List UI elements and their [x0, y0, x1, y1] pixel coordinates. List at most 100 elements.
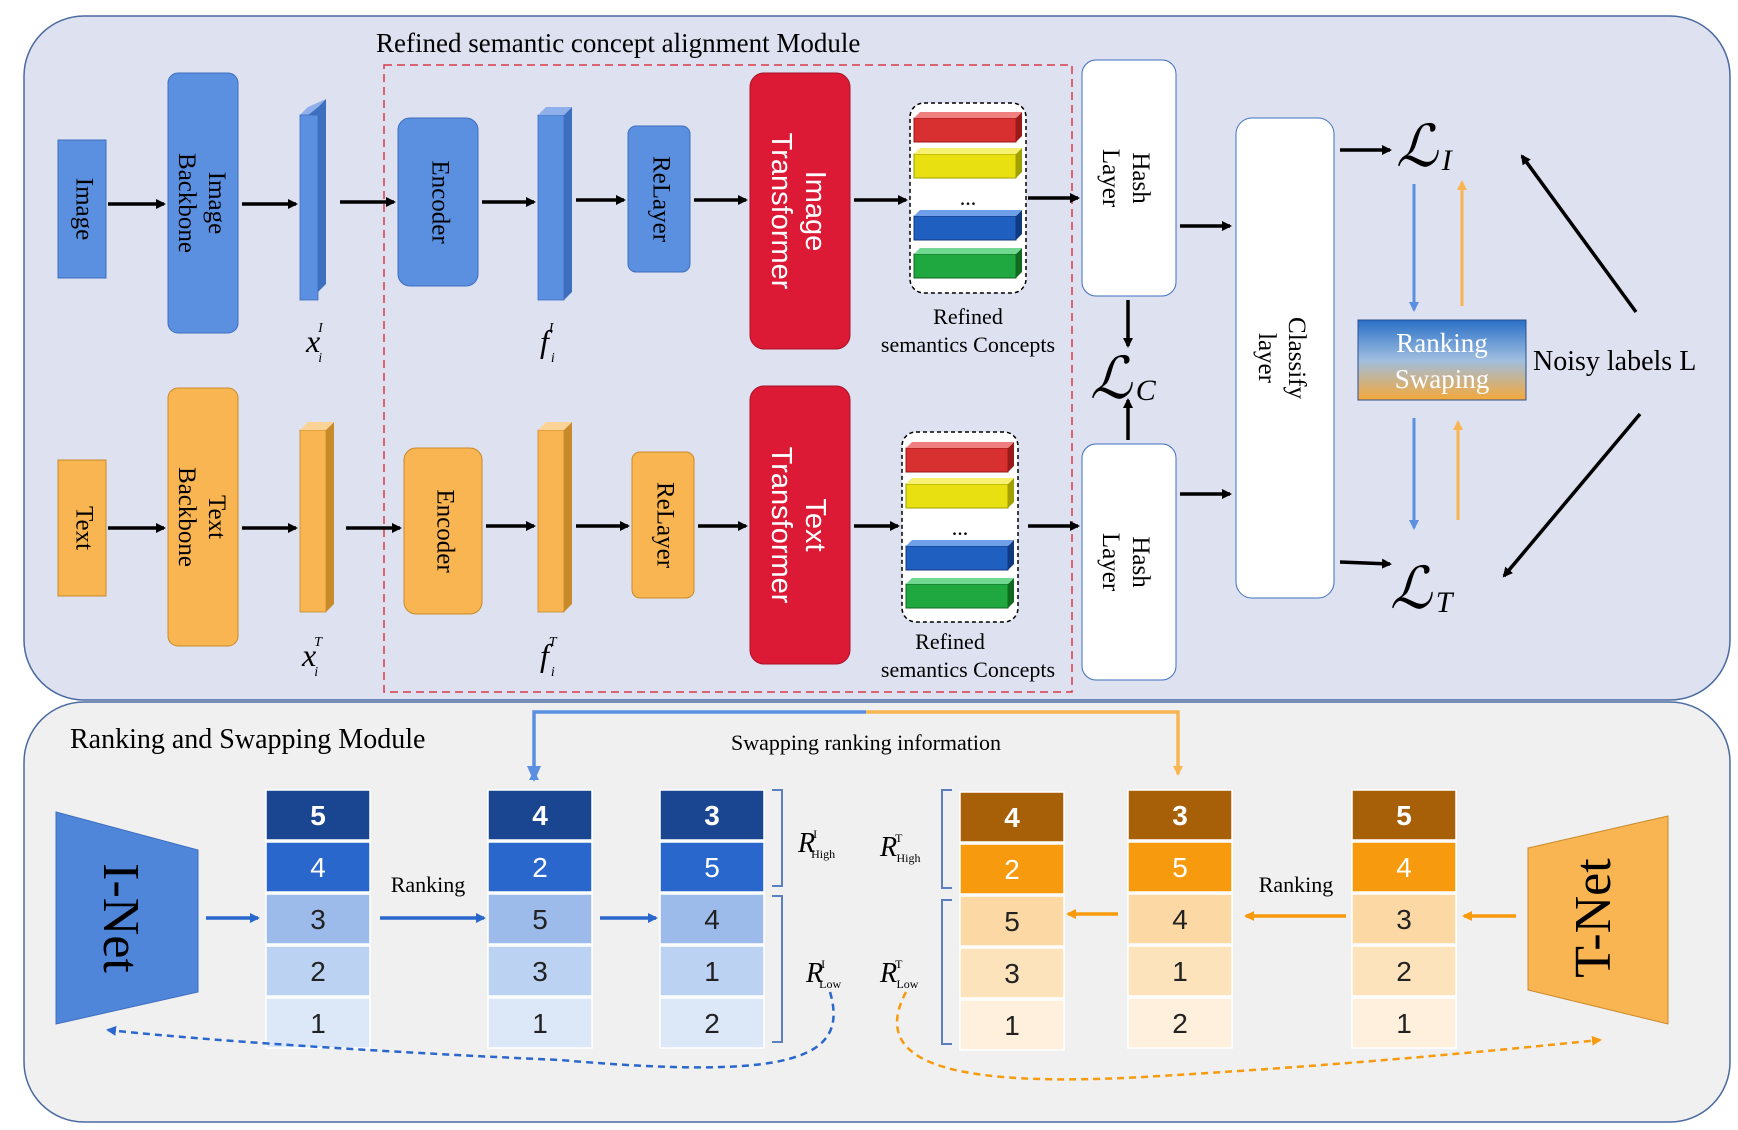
image-encoded-bar: [537, 107, 572, 301]
noisy-labels: Noisy labels L: [1533, 346, 1696, 377]
image-input: [57, 139, 107, 279]
text-concepts-ellipsis: ...: [952, 515, 969, 540]
rank-cell-value: 3: [704, 800, 720, 831]
image-encoder: [397, 117, 479, 287]
rank-cell-value: 4: [310, 852, 326, 883]
rank-cell-value: 3: [1004, 958, 1020, 989]
rank-cell-value: 5: [704, 852, 720, 883]
rank-cell: [1127, 789, 1233, 841]
rank-cell: [1351, 841, 1457, 893]
rank-cell-value: 3: [532, 956, 548, 987]
rank-cell-value: 2: [1396, 956, 1412, 987]
rank-cell: [1127, 841, 1233, 893]
rank-cell-value: 3: [1172, 800, 1188, 831]
text-feature-label: xiT: [301, 635, 323, 680]
rank-cell-value: 2: [704, 1008, 720, 1039]
rank-cell: [1127, 893, 1233, 945]
classify-layer: [1235, 117, 1335, 599]
inet-label: I-Net: [92, 863, 149, 973]
rank-cell: [487, 945, 593, 997]
bottom-flow-arrows: [206, 909, 1516, 923]
swap-caption: Swapping ranking information: [731, 730, 1001, 755]
text-hash-label: HashLayer: [1097, 533, 1154, 592]
tnet-label: T-Net: [1565, 858, 1622, 978]
text-encoder: [403, 447, 483, 615]
rank-cell: [487, 893, 593, 945]
bottom-module-title: Ranking and Swapping Module: [70, 724, 425, 755]
bottom-module-panel: [23, 701, 1731, 1123]
rank-cell-value: 5: [310, 800, 326, 831]
rank-cell-value: 1: [1004, 1010, 1020, 1041]
text-encoded-bar: [537, 422, 572, 613]
inet-shape: [55, 811, 199, 1025]
rank-cell-value: 1: [704, 956, 720, 987]
rank-cell: [959, 791, 1065, 843]
image-concepts-ellipsis: ...: [960, 185, 977, 210]
top-module-title: Refined semantic concept alignment Modul…: [376, 28, 860, 58]
rank-cell: [1351, 945, 1457, 997]
rank-cell-value: 3: [310, 904, 326, 935]
text-input: [57, 459, 107, 597]
text-backbone-label: TextBackbone: [173, 467, 230, 567]
rank-cell: [265, 997, 371, 1049]
ranking-label-left: Ranking: [391, 872, 466, 897]
rank-cell: [265, 789, 371, 841]
text-relayer-label: ReLayer: [651, 482, 678, 569]
rank-swap-arrows: [1409, 180, 1467, 530]
rank-cell-value: 1: [1396, 1008, 1412, 1039]
image-transformer: [749, 72, 851, 350]
text-concept-blocks: [905, 442, 1014, 609]
rank-cell-value: 4: [704, 904, 720, 935]
rank-cell: [265, 841, 371, 893]
rank-cell: [659, 945, 765, 997]
swap-connector-blue: [529, 710, 866, 780]
image-refined-caption-2: semantics Concepts: [881, 332, 1055, 357]
image-encoder-label: Encoder: [426, 160, 453, 244]
rank-cell: [487, 841, 593, 893]
image-backbone-label: ImageBackbone: [173, 153, 230, 253]
image-hash-label: HashLayer: [1097, 149, 1154, 208]
tnet-shape: [1527, 815, 1669, 1025]
top-flow-arrows: [108, 145, 1642, 578]
image-feature-label: xiI: [305, 321, 324, 366]
rank-cell: [659, 841, 765, 893]
brace-lines: [772, 789, 952, 1045]
rank-cell: [1127, 997, 1233, 1049]
rank-cell: [659, 893, 765, 945]
text-refined-caption-1: Refined: [915, 629, 985, 654]
swap-connector-orange: [866, 710, 1183, 776]
rank-cell: [1351, 789, 1457, 841]
text-input-label: Text: [70, 506, 97, 550]
ranking-label-right: Ranking: [1259, 872, 1334, 897]
rank-cell-value: 5: [1004, 906, 1020, 937]
text-backbone: [167, 387, 239, 647]
text-encoder-label: Encoder: [431, 489, 458, 573]
rank-cell-value: 5: [1172, 852, 1188, 883]
rank-cell: [1351, 893, 1457, 945]
rank-cell-value: 2: [532, 852, 548, 883]
text-transformer: [749, 385, 851, 665]
rank-cell: [487, 789, 593, 841]
image-backbone: [167, 72, 239, 334]
rank-cell-value: 2: [1172, 1008, 1188, 1039]
classify-layer-label: Classifylayer: [1253, 317, 1310, 399]
rank-cell: [659, 789, 765, 841]
rank-cell-value: 4: [1172, 904, 1188, 935]
rank-cell-value: 4: [1396, 852, 1412, 883]
image-feature-bar: [299, 99, 326, 301]
rank-cell: [1127, 945, 1233, 997]
rank-cell-value: 4: [532, 800, 548, 831]
image-input-label: Image: [70, 178, 97, 240]
text-hash-layer: [1081, 443, 1177, 681]
rank-cell: [959, 947, 1065, 999]
text-transformer-label: TextTransformer: [765, 447, 831, 604]
image-relayer: [627, 125, 691, 273]
rank-cell: [959, 895, 1065, 947]
rank-cell-value: 3: [1396, 904, 1412, 935]
image-hash-layer: [1081, 59, 1177, 297]
rank-cell: [959, 843, 1065, 895]
